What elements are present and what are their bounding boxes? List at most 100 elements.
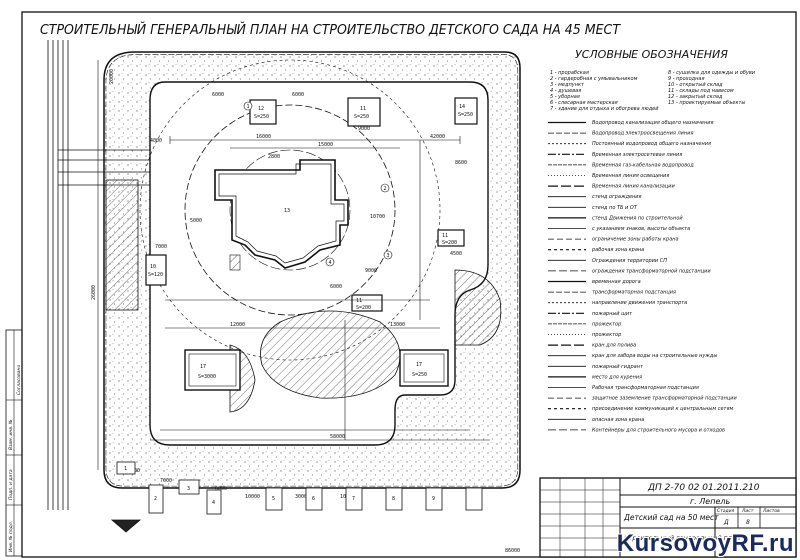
- side-label-4: Согласовано: [16, 365, 22, 395]
- building-2-area: S=250: [354, 114, 369, 120]
- facility-num: 1: [124, 466, 127, 472]
- stamp-sheet: 8: [746, 519, 750, 526]
- stamp-city: г. Лепель: [690, 497, 730, 506]
- legend-num-item: 5 - уборная: [550, 94, 580, 100]
- dim-label: 6000: [330, 284, 342, 290]
- dim-label: 15000: [318, 142, 333, 148]
- legend-num-item: 3 - медпункт: [550, 82, 585, 88]
- dim-label: 10700: [370, 214, 385, 220]
- dim-label: 7000: [155, 244, 167, 250]
- watermark: KursovoyRF.ru: [616, 530, 794, 557]
- legend-heading: УСЛОВНЫЕ ОБОЗНАЧЕНИЯ: [575, 48, 728, 61]
- facility-num: 2: [154, 496, 157, 502]
- building-8-num: 14: [459, 104, 465, 110]
- legend-num-item: 2 - гардеробная с умывальником: [550, 76, 638, 82]
- legend: УСЛОВНЫЕ ОБОЗНАЧЕНИЯ 1 - прорабская 2 - …: [548, 48, 756, 433]
- legend-symbol-label: Временная газ-кабельная водопровод: [592, 162, 694, 168]
- legend-symbol-label: стенд ограждения: [592, 194, 642, 200]
- stamp-object: Детский сад на 50 мест: [623, 513, 719, 522]
- building-4-num: 17: [200, 364, 206, 370]
- facility-num: 6: [312, 496, 315, 502]
- facility-num: 8: [392, 496, 395, 502]
- dim-label: 7000: [160, 478, 172, 484]
- legend-symbol-label: Временная линия освещения: [592, 173, 669, 179]
- main-building-label: 13: [284, 208, 290, 214]
- stamp-header-sheets: Листов: [762, 508, 780, 514]
- legend-symbol-label: опасная зона крана: [592, 417, 644, 423]
- legend-num-item: 6 - слесарная мастерская: [550, 100, 618, 106]
- building-8-area: S=250: [458, 112, 473, 118]
- building-5-num: 17: [416, 362, 422, 368]
- legend-symbol-label: временная дорога: [592, 279, 641, 285]
- legend-num-item: 8 - сушилка для одежды и обуви: [668, 70, 756, 76]
- legend-symbol-label: прожектор: [592, 321, 621, 327]
- legend-symbol-label: пожарный гидрант: [592, 364, 644, 370]
- legend-numbered-left: 1 - прорабская 2 - гардеробная с умываль…: [550, 70, 659, 112]
- dim-label: 9000: [365, 268, 377, 274]
- legend-symbol-label: Рабочая трансформаторная подстанция: [592, 385, 699, 391]
- stamp-sheet-title: Строительный генеральный план: [624, 534, 740, 542]
- legend-symbol-label: трансформаторная подстанция: [592, 290, 676, 296]
- dim-label: 3000: [295, 494, 307, 500]
- marker-3: 3: [387, 253, 390, 259]
- dim-label: 6000: [212, 92, 224, 98]
- crane-zones: [139, 59, 441, 361]
- legend-symbol-label: Временная электросетевая линия: [592, 152, 682, 158]
- building-6-area: S=200: [356, 305, 371, 311]
- legend-symbol-label: с указанием знаков, высоты объекта: [592, 226, 690, 232]
- building-7-num: 11: [442, 233, 448, 239]
- legend-symbol-label: защитное заземление трансформаторной под…: [592, 396, 738, 402]
- legend-symbol-label: Ограждения территории СП: [592, 258, 667, 264]
- legend-num-item: 9 - проходная: [668, 76, 704, 82]
- legend-symbol-label: кран для забора воды на строительные нуж…: [592, 353, 717, 359]
- marker-1: 1: [247, 104, 250, 110]
- facility-num: 5: [272, 496, 275, 502]
- building-7-area: S=200: [442, 240, 457, 246]
- side-label-2: Подп. и дата: [8, 469, 14, 500]
- legend-symbol-label: Водопровод электроосвещения линия: [592, 131, 693, 137]
- building-5-area: S=250: [412, 372, 427, 378]
- main-building: 13: [214, 159, 349, 271]
- legend-num-item: 1 - прорабская: [550, 70, 589, 76]
- legend-symbols: Водопровод канализация общего назначения…: [548, 120, 738, 433]
- building-4-area: S=3000: [198, 374, 216, 380]
- dim-label: 12000: [230, 322, 245, 328]
- dim-label: 4500: [450, 251, 462, 257]
- dim-label: 9000: [358, 126, 370, 132]
- building-2-num: 11: [360, 106, 366, 112]
- title-block: ДП 2-70 02 01.2011.210 г. Лепель Детский…: [539, 477, 797, 558]
- building-6-num: 11: [356, 298, 362, 304]
- dim-label: 42000: [430, 134, 445, 140]
- dim-label: 58000: [330, 434, 345, 440]
- side-stamp: Инв. № подл. Подп. и дата Взам. инв. № С…: [5, 329, 23, 557]
- side-label-3: Взам. инв. №: [8, 419, 14, 450]
- dim-label: 13000: [390, 322, 405, 328]
- legend-symbol-label: Постоянный водопровод общего назначения: [592, 141, 711, 147]
- site-buildings: 12 S=250 11 S=250 10 S=120 17 S=3000 17 …: [145, 97, 478, 391]
- facility-numbers: 1 2 3 4 5 6 7 8 9: [124, 466, 435, 506]
- dim-label: 16000: [256, 134, 271, 140]
- legend-numbered-right: 8 - сушилка для одежды и обуви 9 - прохо…: [668, 70, 756, 106]
- legend-symbol-label: Временная линия канализации: [592, 184, 676, 190]
- crane-markers: 1 2 3 4: [243, 101, 393, 267]
- building-3-area: S=120: [148, 272, 163, 278]
- building-1-num: 12: [258, 106, 264, 112]
- legend-num-item: 7 - здание для отдыха и обогрева людей: [550, 106, 659, 112]
- legend-num-item: 10 - открытый склад: [668, 82, 723, 88]
- facility-num: 9: [432, 496, 435, 502]
- legend-num-item: 4 - душевая: [550, 88, 581, 94]
- marker-4: 4: [329, 260, 332, 266]
- legend-symbol-label: место для курения: [592, 374, 642, 380]
- legend-symbol-label: пожарный щит: [592, 311, 633, 317]
- building-3-num: 10: [150, 264, 156, 270]
- facility-num: 3: [187, 486, 190, 492]
- temporary-facilities: [110, 461, 483, 533]
- dimension-lines: [97, 60, 490, 470]
- legend-num-item: 13 - проектируемые объекты: [668, 100, 745, 106]
- legend-symbol-label: рабочая зона крана: [591, 247, 644, 253]
- dim-label: 8600: [455, 160, 467, 166]
- dim-label: 6000: [292, 92, 304, 98]
- facility-num: 4: [212, 500, 215, 506]
- drawing-title: СТРОИТЕЛЬНЫЙ ГЕНЕРАЛЬНЫЙ ПЛАН НА СТРОИТЕ…: [40, 20, 622, 38]
